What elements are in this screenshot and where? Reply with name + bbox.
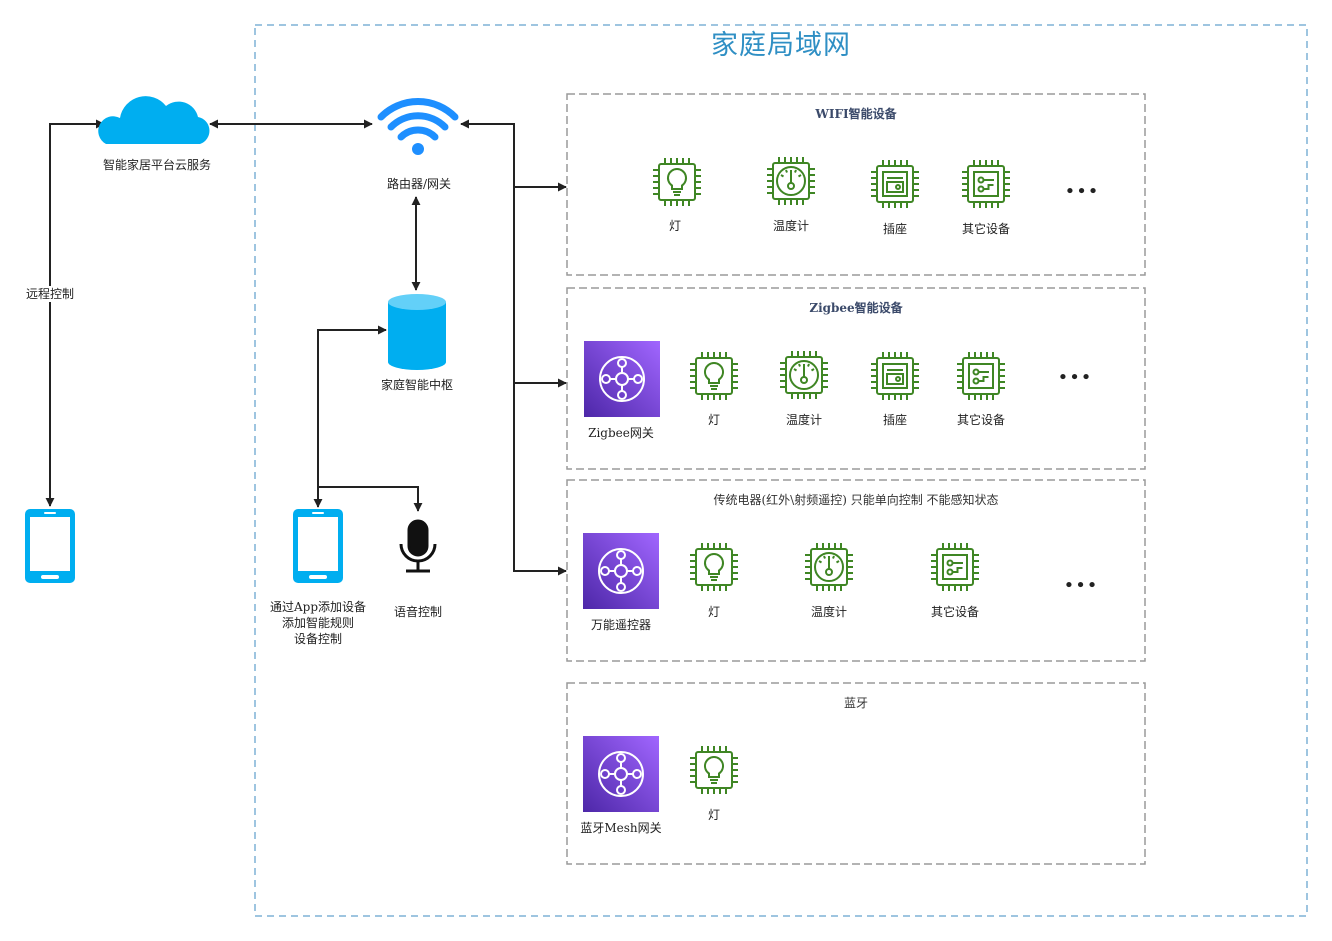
wifi-more-ellipsis: •••: [1064, 181, 1100, 202]
wifi-device-label: 温度计: [772, 219, 810, 233]
bluetooth-light-icon[interactable]: [690, 746, 738, 794]
phone-icon-app[interactable]: [293, 509, 343, 583]
ir-remote-gateway-icon[interactable]: [583, 533, 659, 609]
database-icon: [388, 294, 446, 370]
bluetooth-gateway-label: 蓝牙Mesh网关: [580, 821, 662, 835]
ir-light-icon[interactable]: [690, 543, 738, 591]
bluetooth-device-label: 灯: [707, 808, 721, 822]
zigbee-device-label: 灯: [707, 413, 721, 427]
cloud-label: 智能家居平台云服务: [102, 158, 212, 172]
edge-router-wifi-group: [460, 119, 567, 192]
cloud-icon: [98, 96, 210, 144]
edge-router-ir-group: [513, 383, 567, 576]
microphone-icon[interactable]: [399, 519, 437, 573]
zigbee-more-ellipsis: •••: [1057, 367, 1093, 388]
edge-remote-control: [45, 119, 105, 507]
ir-gateway-label: 万能遥控器: [590, 618, 652, 632]
wifi-light-icon[interactable]: [653, 158, 701, 206]
ir-group-title: 传统电器(红外\射频遥控) 只能单向控制 不能感知状态: [713, 493, 999, 507]
lan-container: [254, 24, 1308, 917]
group-wifi-container: [566, 93, 1146, 276]
zigbee-device-label: 温度计: [785, 413, 823, 427]
phone-icon-remote[interactable]: [25, 509, 75, 583]
wifi-group-title: WIFI智能设备: [815, 107, 897, 121]
zigbee-socket-icon[interactable]: [871, 352, 919, 400]
edge-app-voice: [318, 486, 423, 512]
group-zigbee-container: [566, 287, 1146, 470]
wifi-icon: [377, 98, 459, 141]
zigbee-other-icon[interactable]: [957, 352, 1005, 400]
wifi-thermometer-icon[interactable]: [767, 157, 815, 205]
zigbee-gateway-icon[interactable]: [584, 341, 660, 417]
group-ir-container: [566, 479, 1146, 662]
wifi-device-label: 灯: [668, 219, 682, 233]
zigbee-device-label: 其它设备: [956, 413, 1006, 427]
ir-thermometer-icon[interactable]: [805, 543, 853, 591]
ir-device-label: 其它设备: [930, 605, 980, 619]
remote-control-label: 远程控制: [24, 286, 76, 302]
wifi-device-label: 插座: [882, 222, 908, 236]
voice-label: 语音控制: [393, 605, 443, 619]
lan-title: 家庭局域网: [711, 30, 851, 61]
group-bluetooth-container: [566, 682, 1146, 865]
zigbee-group-title: Zigbee智能设备: [809, 301, 903, 315]
router-label: 路由器/网关: [386, 177, 452, 191]
app-label: 通过App添加设备 添加智能规则 设备控制: [269, 600, 367, 646]
zigbee-gateway-label: Zigbee网关: [588, 426, 654, 440]
wifi-dot: [412, 143, 424, 155]
zigbee-thermometer-icon[interactable]: [780, 351, 828, 399]
edge-router-zigbee-group: [513, 187, 567, 388]
ir-more-ellipsis: •••: [1063, 575, 1099, 596]
hub-label: 家庭智能中枢: [380, 378, 454, 392]
edge-hub-app: [313, 325, 387, 508]
zigbee-light-icon[interactable]: [690, 352, 738, 400]
ir-device-label: 温度计: [810, 605, 848, 619]
bluetooth-mesh-gateway-icon[interactable]: [583, 736, 659, 812]
bluetooth-group-title: 蓝牙: [843, 696, 869, 710]
ir-other-icon[interactable]: [931, 543, 979, 591]
wifi-device-label: 其它设备: [961, 222, 1011, 236]
ir-device-label: 灯: [707, 605, 721, 619]
zigbee-device-label: 插座: [882, 413, 908, 427]
wifi-socket-icon[interactable]: [871, 160, 919, 208]
wifi-other-icon[interactable]: [962, 160, 1010, 208]
